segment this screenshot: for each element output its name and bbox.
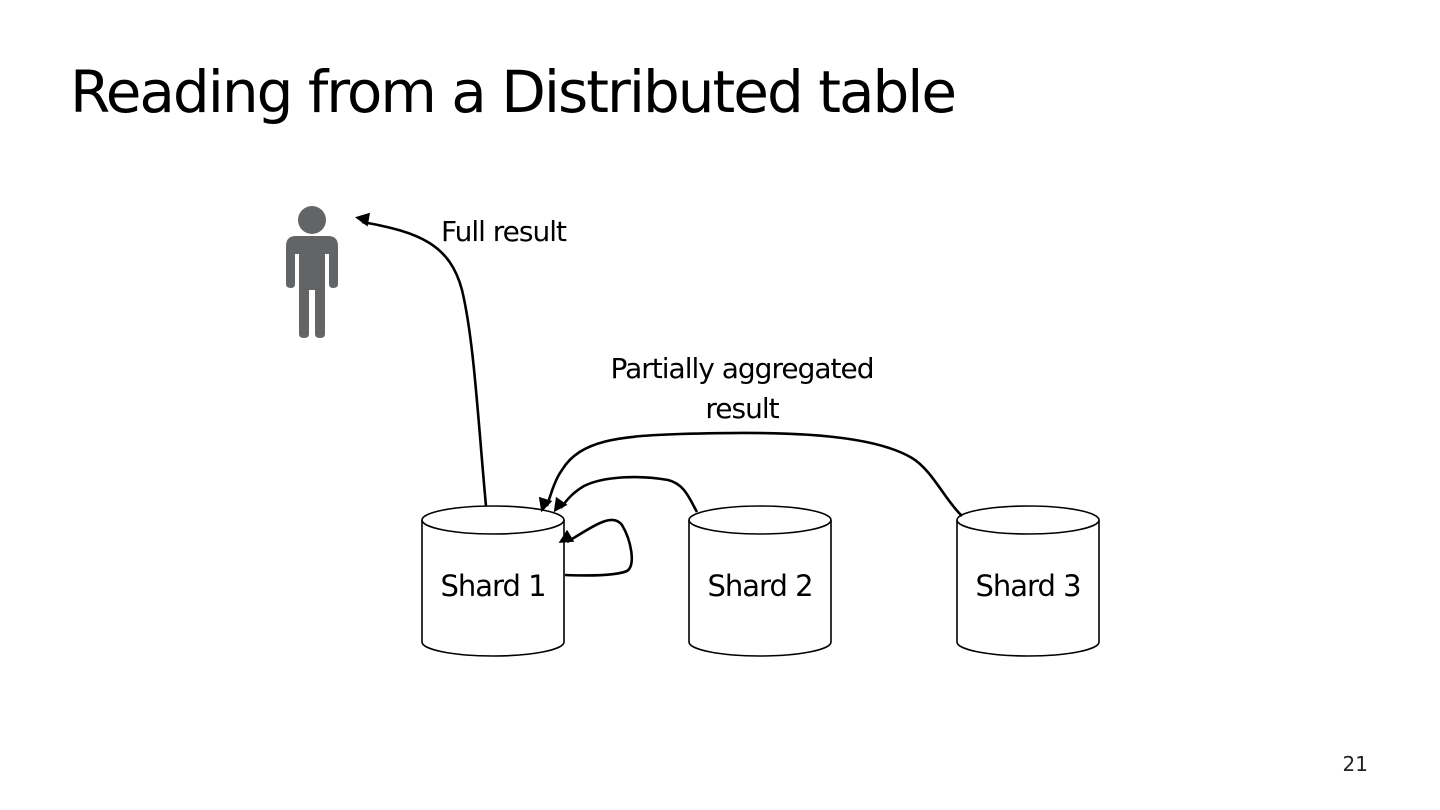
shard-3-label: Shard 3 <box>975 569 1081 603</box>
shard-2-cylinder <box>688 505 832 657</box>
shard-2-to-shard-1-arrow <box>553 475 699 513</box>
partial-result-label: Partially aggregated result <box>580 349 904 429</box>
shard-1-cylinder <box>421 505 565 657</box>
shard-3-cylinder <box>956 505 1100 657</box>
partial-result-label-line2: result <box>705 392 779 425</box>
full-result-arrow <box>355 212 488 507</box>
shard-2-label: Shard 2 <box>707 569 813 603</box>
full-result-label: Full result <box>441 215 567 248</box>
shard-1-label: Shard 1 <box>440 569 546 603</box>
shard-1-self-arrow <box>558 518 634 577</box>
shard-3-to-shard-1-arrow <box>538 431 963 517</box>
person-icon <box>286 206 338 338</box>
partial-result-label-line1: Partially aggregated <box>610 352 875 385</box>
slide-title: Reading from a Distributed table <box>70 58 957 126</box>
page-number: 21 <box>1342 752 1368 776</box>
